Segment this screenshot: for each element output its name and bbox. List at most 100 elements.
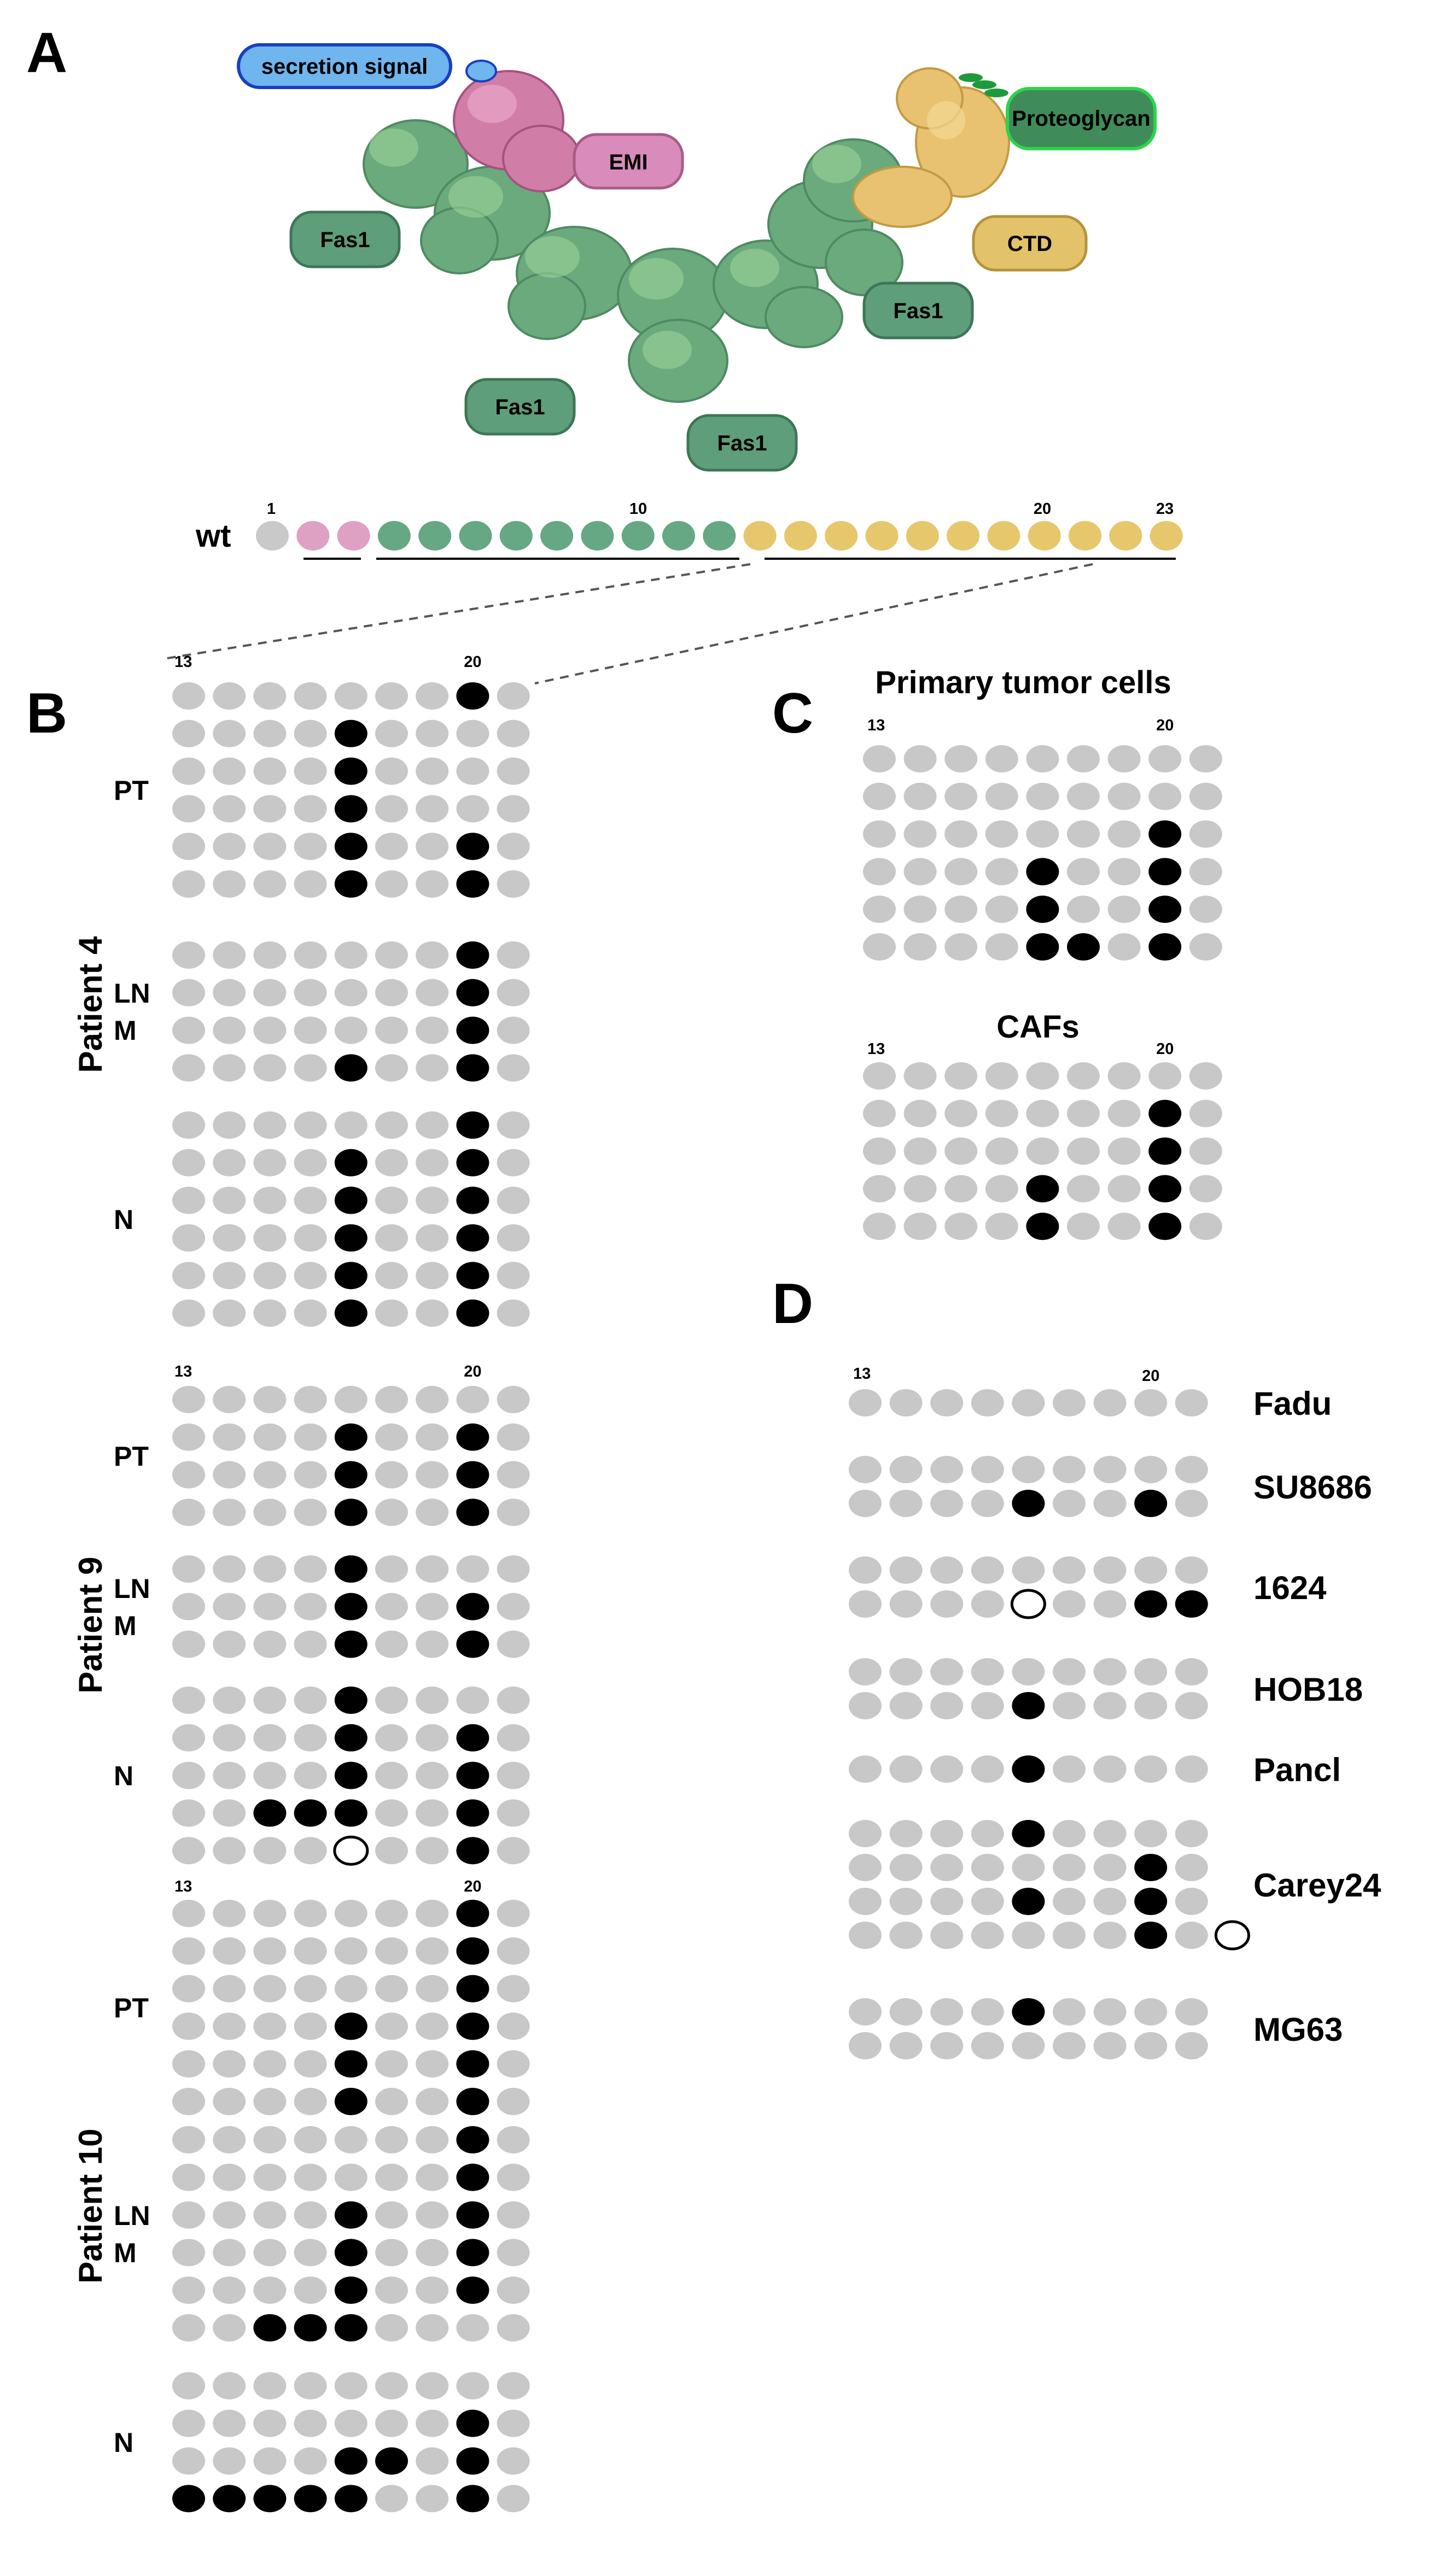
cafs-r5-c18-absent: [1067, 1213, 1100, 1240]
cl3-r2-c18-absent: [1053, 1590, 1086, 1618]
cafs-r4-c20-present: [1148, 1175, 1182, 1203]
exon-20: [1028, 521, 1061, 551]
p3g2-r3-c18-absent: [375, 2201, 408, 2229]
cl6-r1-c14-absent: [889, 1820, 923, 1847]
p2g3-r4-c13-absent: [172, 1799, 205, 1827]
p3g2-r5-c13-absent: [172, 2276, 205, 2304]
p2g3-r1-c16-absent: [294, 1687, 327, 1714]
p3g3-r1-c15-absent: [253, 2372, 287, 2399]
patient-1-group-3: N: [114, 1111, 530, 1327]
patient-2-group-3: N: [114, 1687, 530, 1866]
exon-map: wt 1 10 20 23: [164, 500, 1183, 684]
patient-1-group-2: LNM: [114, 941, 530, 1082]
patient-3-group-1: PT: [114, 1900, 530, 2115]
p2g1-r1-c19-absent: [416, 1386, 449, 1413]
p2g1-r3-c14-absent: [213, 1461, 246, 1489]
cafs-r1-c15-absent: [944, 1062, 978, 1090]
p3g1-r6-c14-absent: [213, 2088, 246, 2115]
p3g1-r4-c13-absent: [172, 2012, 205, 2040]
primary-r1-c20-absent: [1148, 745, 1182, 772]
p3g2-r2-c15-absent: [253, 2163, 287, 2191]
panel-b-letter: B: [26, 682, 67, 745]
p3g3-r2-c13-absent: [172, 2409, 205, 2437]
primary-r2-c15-absent: [944, 782, 978, 810]
p1g3-r6-c18-absent: [375, 1299, 408, 1327]
p2g3-r2-c19-absent: [416, 1724, 449, 1752]
p3g2-r6-c15-present: [253, 2314, 287, 2341]
panel-c-primary-col-20: 20: [1156, 717, 1174, 734]
p1g2-r4-c14-absent: [213, 1054, 246, 1082]
p1g2-r2-c17-absent: [334, 979, 368, 1006]
cl2-r1-c17-absent: [1012, 1456, 1045, 1483]
p3g3-r1-c20-absent: [456, 2372, 489, 2399]
p2g2-r2-c16-absent: [294, 1593, 327, 1620]
fas1-label-1: Fas1: [320, 228, 370, 252]
cl6-r3-c14-absent: [889, 1888, 923, 1915]
cell-line-7: MG63: [849, 1998, 1343, 2059]
cafs-r2-c21-absent: [1189, 1099, 1222, 1127]
cl6-r1-c16-absent: [971, 1820, 1004, 1847]
p3g2-r4-c16-absent: [294, 2239, 327, 2267]
p3g2-r2-c17-absent: [334, 2163, 368, 2191]
p1g2-r3-c16-absent: [294, 1016, 327, 1044]
p2g3-r2-c18-absent: [375, 1724, 408, 1752]
fas1-pill-3: [464, 378, 576, 436]
p3g1-r3-c21-absent: [497, 1975, 530, 2003]
cl7-r2-c14-absent: [889, 2032, 923, 2059]
panel-a-letter: A: [26, 21, 67, 85]
p2g3-r1-c14-absent: [213, 1687, 246, 1714]
cl2-r2-c13-absent: [849, 1490, 882, 1517]
p2g3-r5-c18-absent: [375, 1837, 408, 1865]
primary-r4-c16-absent: [985, 858, 1018, 886]
primary-r2-c20-absent: [1148, 782, 1182, 810]
cl7-r1-c15-absent: [930, 1998, 964, 2025]
protein-structure-illustration: [363, 60, 1010, 403]
cl4-r2-c17-present: [1012, 1692, 1045, 1719]
patient-2-group-2: LNM: [114, 1555, 530, 1658]
cafs-r4-c21-absent: [1189, 1175, 1222, 1203]
cl6-r1-c19-absent: [1093, 1820, 1127, 1847]
p1g3-r3-c14-absent: [213, 1186, 246, 1214]
p1g1-r3-c15-absent: [253, 757, 287, 785]
cl4-r1-c16-absent: [971, 1658, 1004, 1685]
primary-r1-c19-absent: [1107, 745, 1141, 772]
cl5-r1-c15-absent: [930, 1755, 964, 1783]
exon-num-20: 20: [1034, 500, 1051, 518]
cl4-r1-c18-absent: [1053, 1658, 1086, 1685]
cafs-title: CAFs: [996, 1009, 1079, 1045]
p2g2-r2-c17-present: [334, 1593, 368, 1620]
p1g1-r4-c21-absent: [497, 795, 530, 823]
emi-label: EMI: [609, 150, 648, 174]
zoom-line-left: [164, 563, 751, 660]
cafs-r5-c14-absent: [903, 1213, 937, 1240]
p3g1-r2-c13-absent: [172, 1937, 205, 1965]
p1g2-r2-c18-absent: [375, 979, 408, 1006]
p3g1-r5-c13-absent: [172, 2050, 205, 2078]
p3g1-r6-c13-absent: [172, 2088, 205, 2115]
cl5-r1-c13-absent: [849, 1755, 882, 1783]
exon-10: [621, 521, 655, 551]
cl4-r2-c19-absent: [1093, 1692, 1127, 1719]
p1g2-r4-c18-absent: [375, 1054, 408, 1082]
p3g2-r3-c14-absent: [213, 2201, 246, 2229]
p1g3-r5-c16-absent: [294, 1262, 327, 1290]
exon-15: [825, 521, 858, 551]
cl3-r2-c13-absent: [849, 1590, 882, 1618]
cl7-r2-c16-absent: [971, 2032, 1004, 2059]
cafs-r2-c20-present: [1148, 1099, 1182, 1127]
cl3-r2-c17-open-circle: [1010, 1589, 1046, 1619]
p3g1-r1-c13-absent: [172, 1900, 205, 1927]
p1g3-r6-c16-absent: [294, 1299, 327, 1327]
p3g2-r3-c16-absent: [294, 2201, 327, 2229]
p3g3-r2-c17-absent: [334, 2409, 368, 2437]
patient-2-group-1-label: PT: [114, 1441, 149, 1472]
p3g2-r2-c18-absent: [375, 2163, 408, 2191]
p3g1-r2-c19-absent: [416, 1937, 449, 1965]
p1g1-r4-c13-absent: [172, 795, 205, 823]
cafs-r4-c13-absent: [863, 1175, 896, 1203]
p1g1-r1-c20-present: [456, 682, 489, 710]
patient-1-group-2-label-line2: M: [114, 1015, 137, 1046]
panel-c-cafs-col-20: 20: [1156, 1040, 1174, 1058]
p3g2-r2-c19-absent: [416, 2163, 449, 2191]
p3g2-r1-c18-absent: [375, 2126, 408, 2153]
